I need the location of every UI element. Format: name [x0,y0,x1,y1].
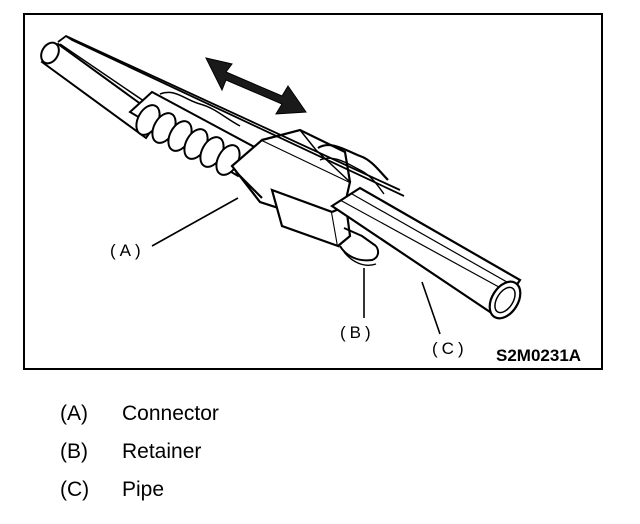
leader-lines [151,197,441,335]
guide-rail [57,34,405,197]
pipe-tube [329,186,522,320]
legend-code: (B) [60,440,88,463]
figure-code: S2M0231A [496,346,581,365]
legend: (A) Connector (B) Retainer (C) Pipe [60,402,219,516]
legend-label: Retainer [122,440,202,463]
callout-b: (B) [340,323,375,342]
connector-body [230,128,389,248]
legend-item-retainer: (B) Retainer [60,440,219,478]
legend-label: Connector [122,402,219,425]
callout-a: (A) [110,241,145,260]
legend-item-pipe: (C) Pipe [60,478,219,516]
slide-direction-arrow-icon [205,57,307,115]
legend-code: (A) [60,402,88,425]
legend-item-connector: (A) Connector [60,402,219,440]
callout-c: (C) [432,339,468,358]
legend-code: (C) [60,478,90,501]
legend-label: Pipe [122,478,165,501]
retainer-clip [339,227,380,266]
